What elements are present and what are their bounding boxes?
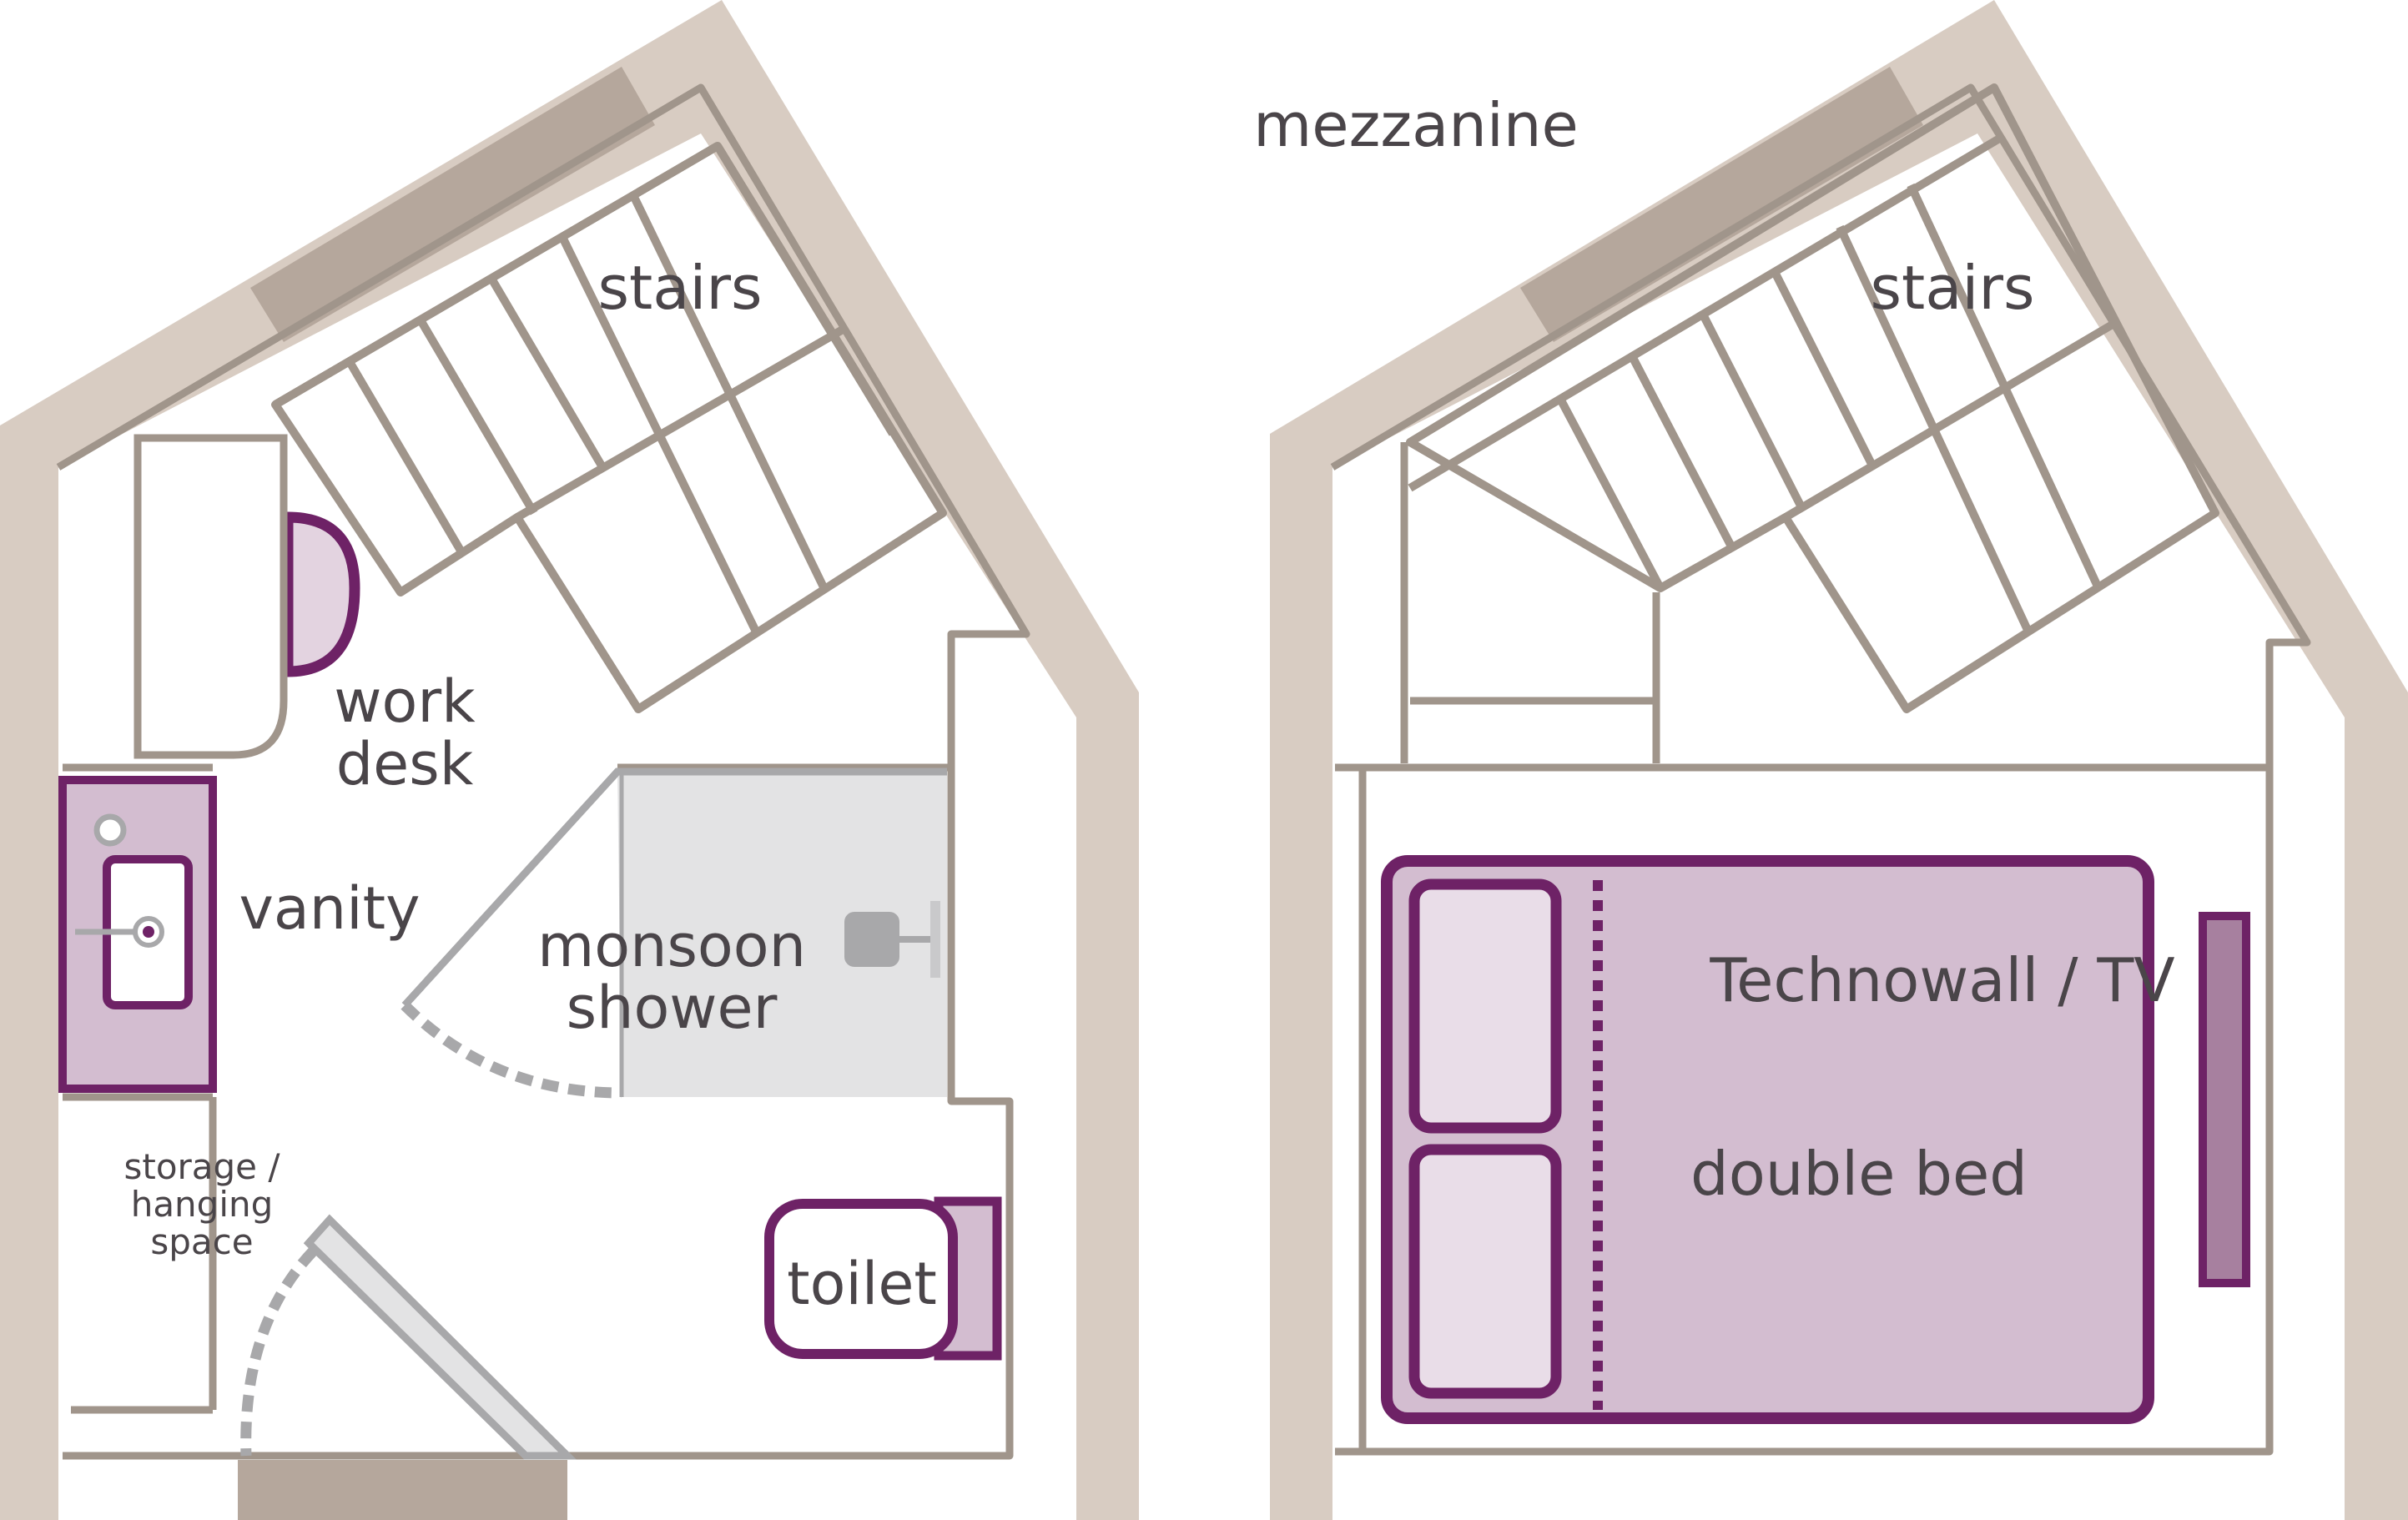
toilet-bowl — [764, 1199, 958, 1359]
shower-label-line1: monsoon — [537, 912, 806, 980]
vanity-label: vanity — [239, 874, 420, 943]
ground-window-bottom — [238, 1460, 567, 1520]
monsoon-shower — [400, 768, 947, 1099]
storage-label-line2: hanging — [131, 1184, 274, 1225]
mezz-window-top — [1520, 67, 1923, 342]
bed-pillow-top — [1408, 878, 1562, 1134]
double-bed — [1381, 855, 2154, 1424]
shower-head-icon — [844, 912, 899, 967]
bed-mattress — [1381, 855, 2154, 1424]
vanity-unit — [58, 776, 217, 1093]
bed-pillow-bottom — [1408, 1144, 1562, 1399]
ground-inner-walls — [56, 83, 1030, 1460]
technowall-tv — [2199, 912, 2250, 1287]
mezz-stairs — [1406, 83, 2219, 713]
shower-label-line2: shower — [567, 974, 778, 1042]
desk-surface — [133, 434, 288, 759]
ground-window-top — [250, 67, 655, 342]
toilet-label: toilet — [787, 1250, 937, 1318]
mezzanine-floor-plan: stairs Technowall / TV double bed — [1270, 0, 2408, 1520]
vanity-knob — [93, 813, 127, 847]
shower-tray — [617, 772, 947, 1097]
storage-door — [240, 1214, 577, 1460]
storage-label-line1: storage / — [123, 1146, 280, 1187]
double-bed-label: double bed — [1690, 1139, 2028, 1209]
work-desk — [133, 434, 360, 759]
shower-door-swing — [400, 1001, 622, 1099]
desk-chair — [282, 511, 360, 677]
storage-label-line3: space — [150, 1221, 253, 1262]
mezz-inner-walls — [1330, 83, 2311, 1456]
work-desk-label-line2: desk — [336, 730, 474, 798]
mezzanine-title: mezzanine — [1253, 90, 1579, 160]
toilet-unit — [764, 1196, 1002, 1361]
shower-glass-panel — [401, 768, 947, 1009]
work-desk-label-line1: work — [334, 667, 476, 736]
ground-floor-plan: stairs work desk vanity monsoon shower s… — [0, 0, 1139, 1520]
technowall-label: Technowall / TV — [1709, 945, 2174, 1015]
storage-door-leaf — [303, 1214, 577, 1460]
storage-door-swing — [240, 1247, 317, 1457]
mezz-stairs-label: stairs — [1871, 253, 2035, 323]
ground-stairs — [271, 142, 947, 713]
ground-stairs-label: stairs — [598, 253, 763, 323]
